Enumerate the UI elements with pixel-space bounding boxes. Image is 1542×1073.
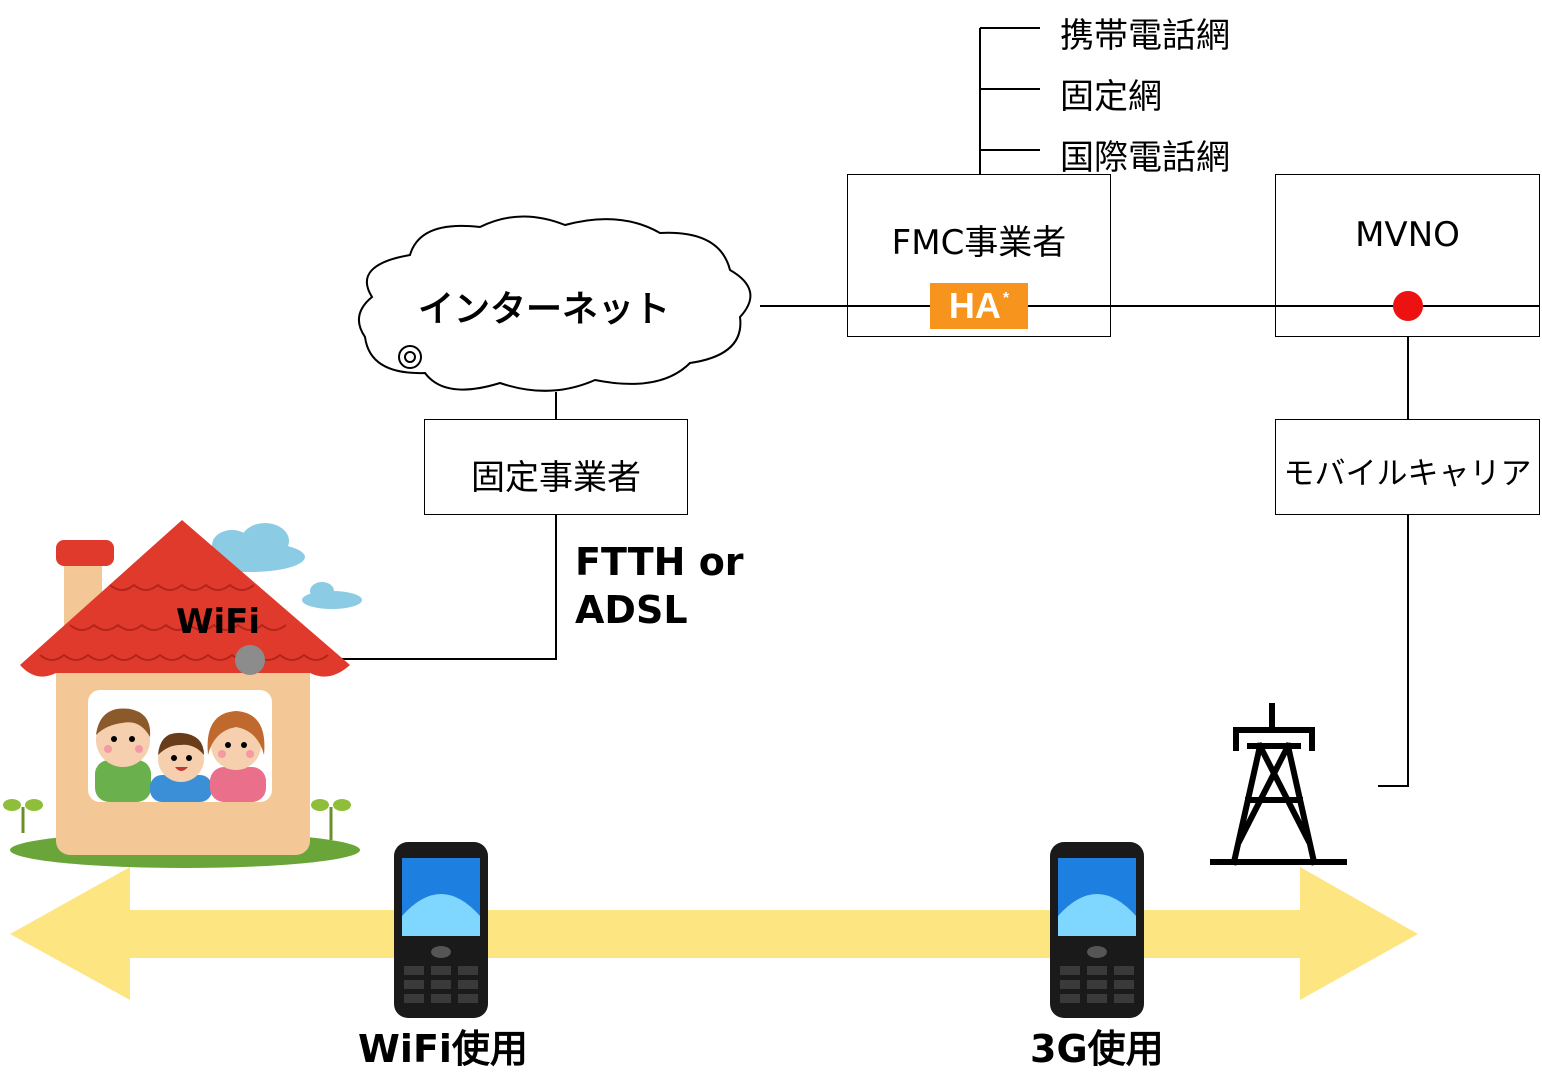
mobile-phone-icon bbox=[394, 842, 488, 1018]
network-label-international: 国際電話網 bbox=[1060, 138, 1230, 178]
carrier-tower-line bbox=[1378, 515, 1409, 787]
network-label-mobile: 携帯電話網 bbox=[1060, 16, 1230, 56]
fmc-operator-label: FMC事業者 bbox=[891, 223, 1067, 263]
family-icon bbox=[95, 708, 266, 802]
3g-usage-label: 3G使用 bbox=[1030, 1027, 1164, 1071]
home-wifi-label: WiFi bbox=[176, 602, 261, 642]
mvno-label: MVNO bbox=[1355, 215, 1460, 255]
fixed-operator-label: 固定事業者 bbox=[471, 458, 641, 498]
access-line-label: FTTH or ADSL bbox=[575, 538, 744, 634]
internet-label: インターネット bbox=[418, 289, 671, 330]
access-line-label-2: ADSL bbox=[575, 588, 688, 632]
mobile-phone-icon bbox=[1050, 842, 1144, 1018]
access-line-label-1: FTTH or bbox=[575, 540, 744, 584]
ha-label: HA bbox=[948, 285, 1001, 326]
cloud-icon bbox=[357, 215, 752, 392]
ha-asterisk: * bbox=[1002, 290, 1010, 307]
fixed-home-line bbox=[262, 515, 557, 660]
ha-badge: HA* bbox=[930, 283, 1028, 329]
house-icon bbox=[3, 520, 362, 868]
fmc-operator-box: FMC事業者 bbox=[847, 174, 1111, 337]
cell-tower-icon bbox=[1210, 703, 1347, 866]
mobile-carrier-label: モバイルキャリア bbox=[1283, 456, 1532, 492]
network-label-fixed: 固定網 bbox=[1060, 77, 1162, 117]
wifi-usage-label: WiFi使用 bbox=[358, 1027, 528, 1071]
fixed-operator-box: 固定事業者 bbox=[424, 419, 688, 515]
mobile-carrier-box: モバイルキャリア bbox=[1275, 419, 1540, 515]
wifi-access-point-icon bbox=[235, 645, 265, 675]
network-tree-line bbox=[979, 27, 1040, 174]
